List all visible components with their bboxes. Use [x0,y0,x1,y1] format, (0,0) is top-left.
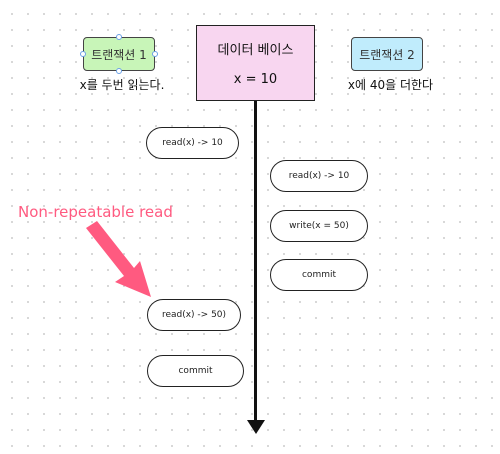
selection-handle-top[interactable] [116,34,122,40]
operation-tx1-read-second[interactable]: read(x) -> 50) [147,299,241,331]
operation-label: write(x = 50) [289,221,349,231]
annotation-label: Non-repeatable read [18,203,173,221]
operation-label: commit [301,270,337,280]
operation-label: read(x) -> 50) [161,310,227,320]
operation-tx1-commit[interactable]: commit [147,355,244,387]
database-value: x = 10 [233,72,278,87]
operation-tx2-write[interactable]: write(x = 50) [270,210,368,242]
transaction-2-label: 트랜잭션 2 [359,47,415,62]
transaction-1-box[interactable]: 트랜잭션 1 [83,37,155,71]
selection-handle-right[interactable] [152,51,158,57]
selection-handle-left[interactable] [80,51,86,57]
timeline-line [254,101,257,423]
database-box[interactable]: 데이터 베이스 x = 10 [196,25,315,101]
transaction-2-box[interactable]: 트랜잭션 2 [351,37,423,71]
operation-tx2-commit[interactable]: commit [270,259,368,291]
operation-label: read(x) -> 10 [288,171,350,181]
operation-label: read(x) -> 10 [162,138,223,148]
transaction-1-caption: x를 두번 읽는다. [79,78,165,92]
operation-tx2-read[interactable]: read(x) -> 10 [270,160,368,192]
operation-tx1-read-first[interactable]: read(x) -> 10 [146,127,239,159]
operation-label: commit [178,366,213,376]
transaction-2-caption: x에 40을 더한다 [347,78,434,92]
selection-handle-bottom[interactable] [116,68,122,74]
database-title: 데이터 베이스 [217,43,294,58]
transaction-1-label: 트랜잭션 1 [91,47,147,62]
timeline-arrowhead-icon [247,420,265,434]
